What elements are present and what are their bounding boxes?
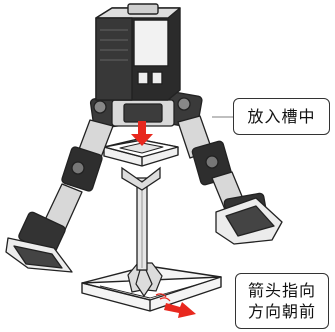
robot-torso — [95, 3, 181, 101]
stand-pole — [121, 166, 161, 271]
arrow-direction-callout: 箭头指向 方向朝前 — [235, 273, 329, 329]
callout-text-line-2: 方向朝前 — [247, 302, 316, 321]
callout-text: 放入槽中 — [247, 107, 316, 126]
stand-foot-bracket — [127, 262, 163, 298]
insert-arrow-icon — [131, 121, 153, 146]
robot-left-leg — [5, 94, 129, 273]
callout-text-line-1: 箭头指向 — [247, 281, 316, 300]
forward-direction-arrow-icon — [155, 293, 196, 318]
robot-right-leg — [165, 91, 283, 245]
robot-hip — [111, 99, 175, 127]
insert-into-slot-callout: 放入槽中 — [233, 98, 330, 135]
